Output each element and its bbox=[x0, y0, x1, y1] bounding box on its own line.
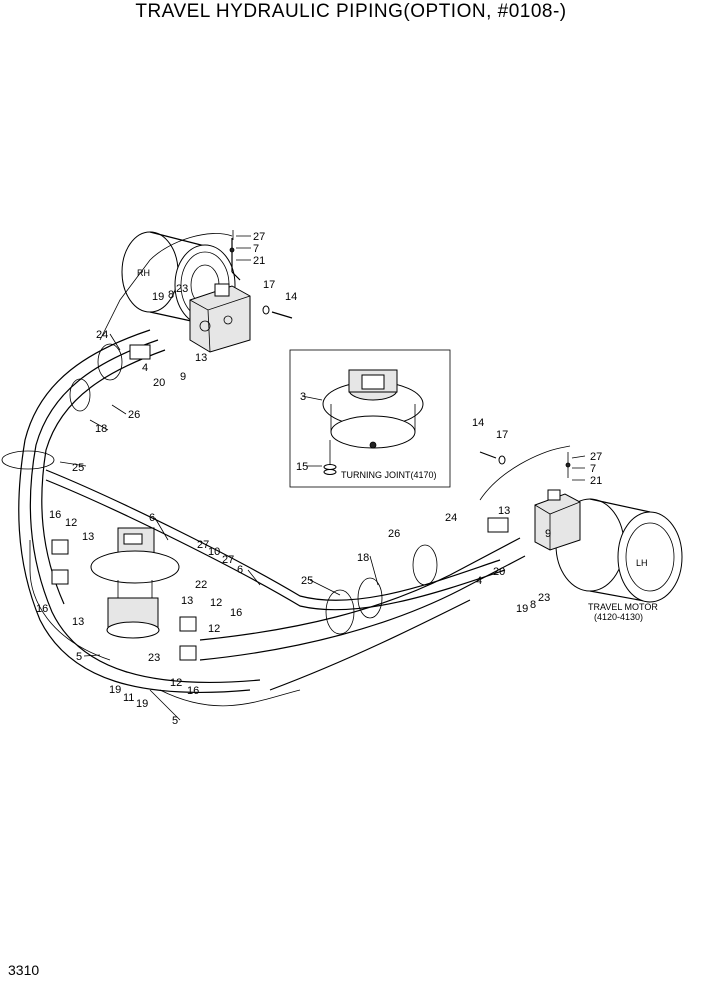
callout-13: 13 bbox=[195, 352, 207, 364]
callout-19-d: 19 bbox=[136, 698, 148, 710]
fasteners bbox=[229, 230, 571, 478]
callout-21-lh: 21 bbox=[590, 475, 602, 487]
callout-20-lh: 20 bbox=[493, 566, 505, 578]
callout-9-lh: 9 bbox=[545, 528, 551, 540]
callout-27-d: 27 bbox=[222, 554, 234, 566]
callout-13-lh: 13 bbox=[498, 505, 510, 517]
lh-drain-line bbox=[479, 445, 571, 501]
callout-16-d: 16 bbox=[187, 685, 199, 697]
callout-17-lh: 17 bbox=[496, 429, 508, 441]
callout-12: 12 bbox=[65, 517, 77, 529]
callout-19-c: 19 bbox=[109, 684, 121, 696]
callout-6-b: 6 bbox=[237, 564, 243, 576]
rh-travel-motor: RH bbox=[121, 231, 251, 353]
callout-4-lh: 4 bbox=[476, 575, 482, 587]
callout-12-b: 12 bbox=[210, 597, 222, 609]
callout-11: 11 bbox=[123, 692, 134, 704]
callout-12-c: 12 bbox=[208, 623, 220, 635]
callout-24: 24 bbox=[96, 329, 108, 341]
lh-label: LH bbox=[636, 558, 648, 568]
callout-4: 4 bbox=[142, 362, 148, 374]
callout-23-lh: 23 bbox=[538, 592, 550, 604]
callout-18: 18 bbox=[95, 423, 107, 435]
callout-16: 16 bbox=[49, 509, 61, 521]
callout-21: 21 bbox=[253, 255, 265, 267]
callout-16-c: 16 bbox=[230, 607, 242, 619]
callout-18-lh: 18 bbox=[357, 552, 369, 564]
callout-16-b: 16 bbox=[36, 603, 48, 615]
hose-routing bbox=[1, 329, 526, 707]
travel-motor-caption: TRAVEL MOTOR bbox=[588, 602, 658, 612]
callout-19-lh: 19 bbox=[516, 603, 528, 615]
center-swivel-joint bbox=[90, 527, 180, 639]
callout-8-lh: 8 bbox=[530, 599, 536, 611]
callout-7: 7 bbox=[253, 243, 259, 255]
callout-26: 26 bbox=[128, 409, 140, 421]
callout-27: 27 bbox=[253, 231, 265, 243]
callout-24-lh: 24 bbox=[445, 512, 457, 524]
callout-12-d: 12 bbox=[170, 677, 182, 689]
callout-10: 10 bbox=[208, 546, 220, 558]
callout-20: 20 bbox=[153, 377, 165, 389]
callout-5: 5 bbox=[76, 651, 82, 663]
callout-5-b: 5 bbox=[172, 715, 178, 727]
travel-motor-range: (4120-4130) bbox=[594, 612, 643, 622]
callout-23-c: 23 bbox=[148, 652, 160, 664]
callout-7-lh: 7 bbox=[590, 463, 596, 475]
rh-label: RH bbox=[137, 268, 150, 278]
callout-13-d: 13 bbox=[72, 616, 84, 628]
lh-travel-motor: LH bbox=[534, 489, 683, 603]
turning-joint-inset: TURNING JOINT(4170) bbox=[289, 349, 451, 488]
callout-labels: 27 7 21 17 14 19 8 23 24 13 4 20 9 26 18… bbox=[36, 231, 602, 727]
rh-drain-line bbox=[99, 233, 233, 341]
callout-27-lh: 27 bbox=[590, 451, 602, 463]
leader-lines bbox=[59, 235, 586, 721]
callout-13-e: 13 bbox=[181, 595, 193, 607]
diagram-title: TRAVEL HYDRAULIC PIPING(OPTION, #0108-) bbox=[135, 1, 567, 22]
callout-14-lh: 14 bbox=[472, 417, 484, 429]
callout-23: 23 bbox=[176, 283, 188, 295]
callout-13-c: 13 bbox=[82, 531, 94, 543]
callout-17: 17 bbox=[263, 279, 275, 291]
callout-9: 9 bbox=[180, 371, 186, 383]
callout-19: 19 bbox=[152, 291, 164, 303]
callout-14: 14 bbox=[285, 291, 297, 303]
callout-22: 22 bbox=[195, 579, 207, 591]
callout-25-lh: 25 bbox=[301, 575, 313, 587]
turning-joint-caption: TURNING JOINT(4170) bbox=[341, 470, 437, 480]
callout-15: 15 bbox=[296, 461, 308, 473]
callout-26-lh: 26 bbox=[388, 528, 400, 540]
callout-3: 3 bbox=[300, 391, 306, 403]
callout-6: 6 bbox=[149, 512, 155, 524]
page-number: 3310 bbox=[8, 962, 40, 978]
callout-27-c: 27 bbox=[197, 539, 209, 551]
callout-8: 8 bbox=[168, 289, 174, 301]
